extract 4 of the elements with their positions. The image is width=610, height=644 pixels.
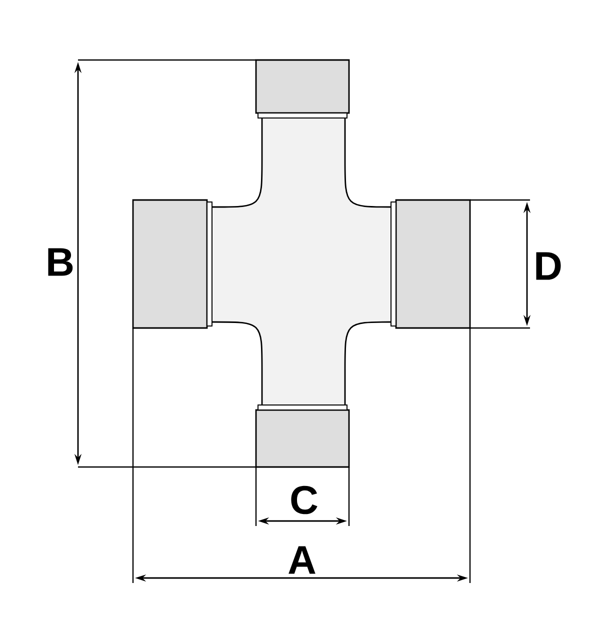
dimension-letter: A: [286, 545, 318, 575]
dimension-letter: D: [532, 251, 564, 281]
dimension-letter: B: [44, 247, 76, 277]
dimension-letter: C: [288, 484, 320, 516]
